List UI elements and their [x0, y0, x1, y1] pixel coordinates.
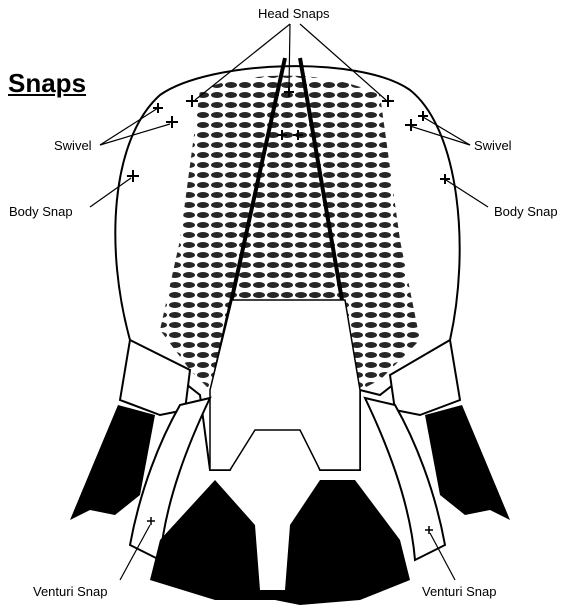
label-venturi-snap-right: Venturi Snap	[422, 585, 496, 598]
label-swivel-left: Swivel	[54, 139, 92, 152]
cockpit-opening	[210, 300, 360, 470]
label-head-snaps: Head Snaps	[258, 7, 330, 20]
label-venturi-snap-left: Venturi Snap	[33, 585, 107, 598]
label-swivel-right: Swivel	[474, 139, 512, 152]
venturi-panel-notch	[255, 520, 290, 590]
diagram-title: Snaps	[8, 70, 86, 96]
right-black-panel	[425, 405, 510, 520]
label-body-snap-right: Body Snap	[494, 205, 558, 218]
label-body-snap-left: Body Snap	[9, 205, 73, 218]
